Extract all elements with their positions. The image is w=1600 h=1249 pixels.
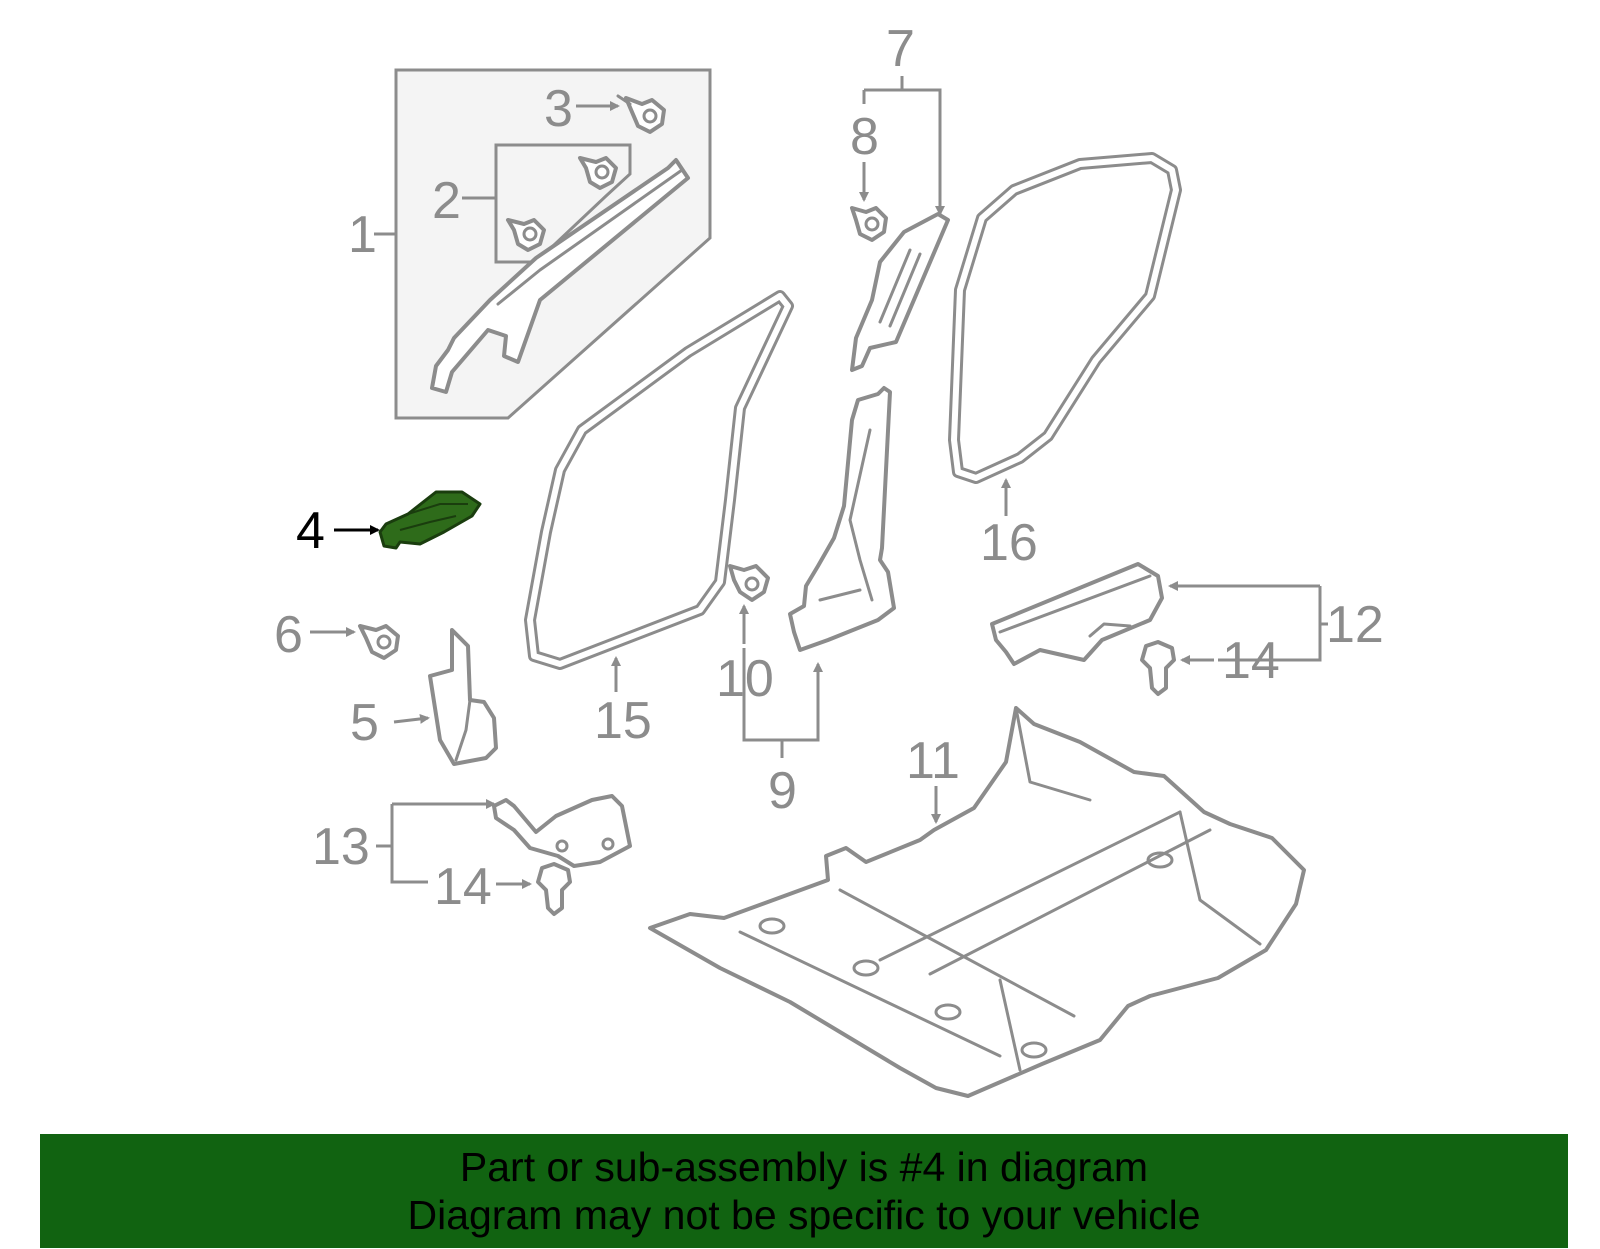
- callout-14-lower: 14: [434, 858, 492, 916]
- fastener-bolt: [616, 94, 666, 134]
- callout-16: 16: [980, 514, 1038, 572]
- fastener-clip: [578, 156, 618, 190]
- part-11-carpet: [648, 706, 1306, 1098]
- callout-6: 6: [274, 606, 303, 664]
- part-15-weatherstrip: [524, 290, 794, 670]
- part-13-bracket: [492, 794, 632, 868]
- banner-line-part: Part or sub-assembly is #4 in diagram: [459, 1144, 1149, 1190]
- callout-1: 1: [348, 206, 377, 264]
- callout-labels: 1 2 3 4 5 6 7 8 9 10 11 12 13 14 14 15 1…: [274, 20, 1384, 916]
- part-8-clip: [850, 206, 888, 242]
- callout-14-upper: 14: [1222, 632, 1280, 690]
- callout-2: 2: [432, 172, 461, 230]
- part-7-upper-pillar: [850, 212, 950, 372]
- banner-line-disclaimer: Diagram may not be specific to your vehi…: [407, 1192, 1201, 1238]
- part-16-weatherstrip: [948, 152, 1182, 484]
- part-4-highlighted: [378, 490, 482, 550]
- part-14-clip: [1140, 640, 1176, 696]
- info-banner: Part or sub-assembly is #4 in diagram Di…: [40, 1134, 1568, 1248]
- callout-13: 13: [312, 818, 370, 876]
- parts-diagram: 1 2 3 4 5 6 7 8 9 10 11 12 13 14 14 15 1…: [274, 20, 1384, 1098]
- callout-9: 9: [768, 762, 797, 820]
- part-6-clip: [358, 624, 400, 660]
- callout-7: 7: [886, 20, 915, 78]
- part-5-panel: [428, 628, 498, 766]
- callout-4: 4: [296, 502, 325, 560]
- callout-10: 10: [716, 650, 774, 708]
- callout-15: 15: [594, 692, 652, 750]
- leader-lines: [310, 76, 1328, 889]
- callout-12: 12: [1326, 596, 1384, 654]
- part-14-clip: [536, 862, 572, 916]
- part-10-clip: [728, 564, 770, 602]
- part-12-sill-plate: [990, 562, 1164, 666]
- part-9-lower-pillar: [788, 386, 896, 652]
- callout-8: 8: [850, 108, 879, 166]
- callout-3: 3: [544, 80, 573, 138]
- callout-5: 5: [350, 694, 379, 752]
- part-1-group: [394, 68, 712, 420]
- callout-11: 11: [906, 732, 960, 790]
- fastener-clip: [506, 218, 546, 252]
